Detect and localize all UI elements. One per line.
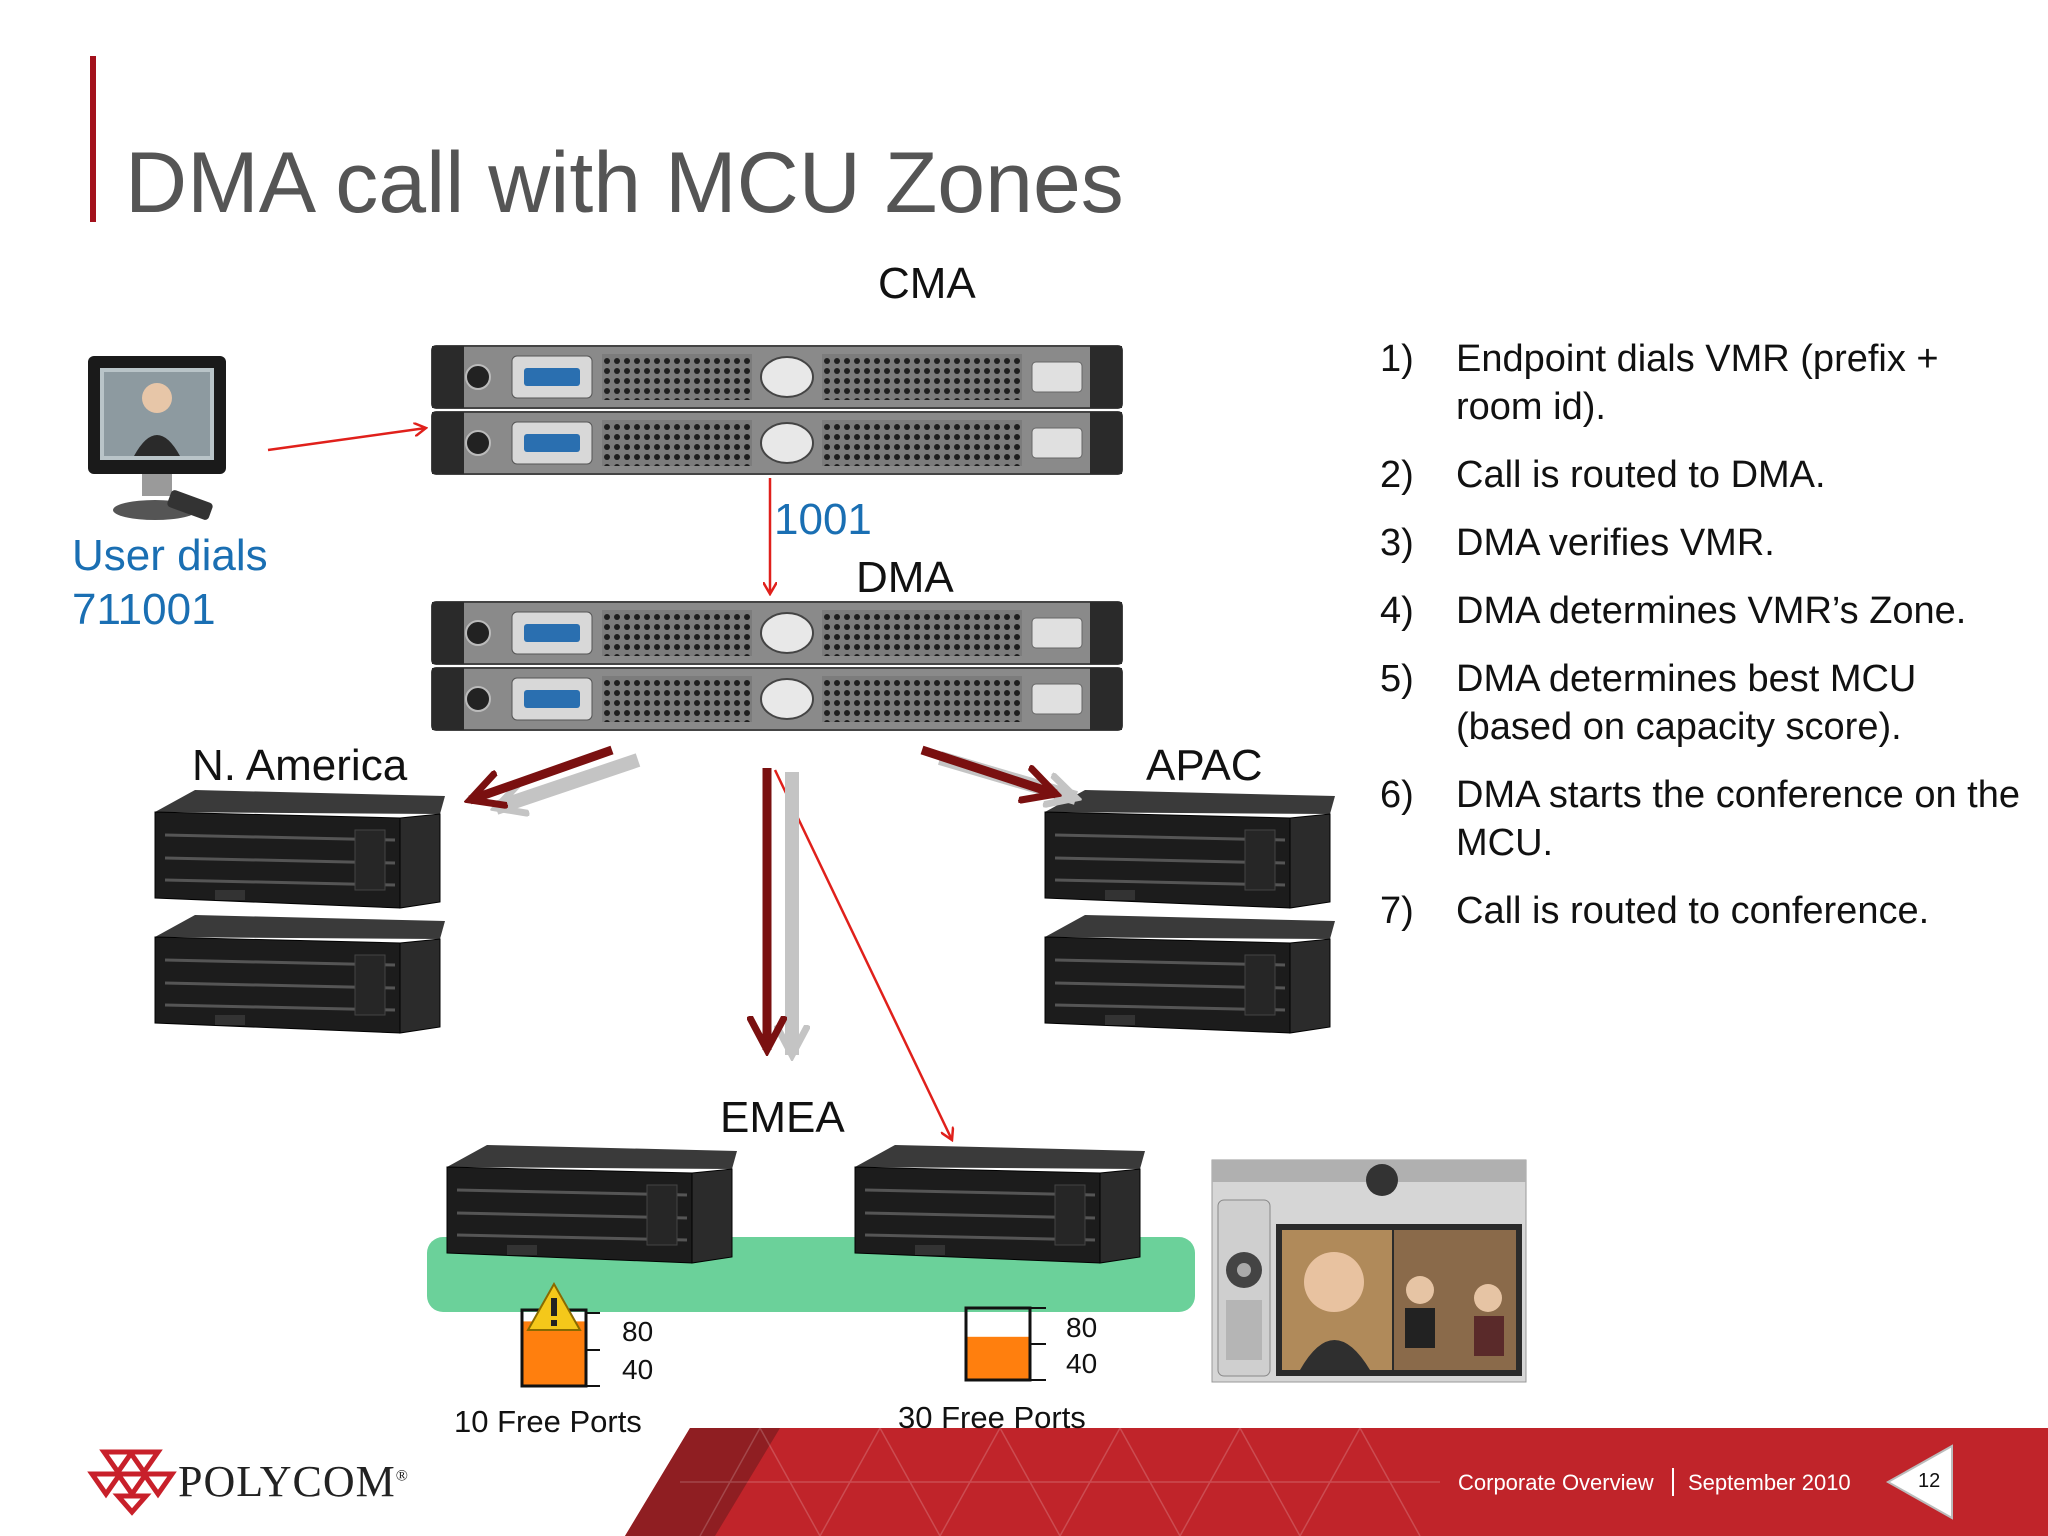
mcu-emea-1-icon — [445, 1143, 739, 1265]
dma-label: DMA — [856, 553, 954, 602]
gauge-1-tick-low: 40 — [622, 1354, 654, 1385]
page-indicator-icon — [1885, 1444, 1953, 1520]
apac-label: APAC — [1146, 741, 1263, 790]
capacity-gauge-1 — [520, 1308, 600, 1388]
zone-arrow-n-america — [470, 745, 614, 800]
step-item: 3) DMA verifies VMR. — [1380, 519, 2020, 567]
footer-divider — [1672, 1468, 1674, 1496]
step-item: 6) DMA starts the conference on the MCU. — [1380, 771, 2020, 867]
gauge-1-tick-high: 80 — [622, 1316, 654, 1347]
step-number: 5) — [1380, 658, 1414, 700]
gauge-2-tick-high: 80 — [1066, 1312, 1098, 1343]
cma-label: CMA — [878, 259, 976, 308]
desktop-endpoint-icon — [88, 356, 226, 520]
step-text: DMA starts the conference on the MCU. — [1456, 774, 2020, 864]
step-text: DMA verifies VMR. — [1456, 522, 1775, 564]
mcu-apac-1-icon — [1043, 788, 1337, 910]
brand-name: POLYCOM® — [178, 1457, 409, 1506]
step-item: 4) DMA determines VMR’s Zone. — [1380, 587, 2020, 635]
gauge-2-ports-label: 30 Free Ports — [898, 1400, 1086, 1435]
mcu-n-america-2-icon — [153, 913, 447, 1035]
footer-date: September 2010 — [1688, 1470, 1851, 1495]
step-text: Call is routed to DMA. — [1456, 454, 1826, 496]
gauge-2-tick-low: 40 — [1066, 1348, 1098, 1379]
room-system-icon — [1211, 1159, 1527, 1383]
emea-label: EMEA — [720, 1093, 845, 1142]
step-number: 7) — [1380, 890, 1414, 932]
polycom-logo-icon — [87, 1449, 177, 1516]
footer-band — [625, 1426, 2048, 1536]
step-text: Call is routed to conference. — [1456, 890, 1930, 932]
footer-left-text: Corporate Overview — [1458, 1470, 1654, 1495]
warning-icon — [526, 1281, 582, 1331]
zone-arrow-n-america-shadow — [496, 753, 641, 808]
step-number: 4) — [1380, 590, 1414, 632]
dial-arrow — [267, 428, 426, 452]
step-number: 2) — [1380, 454, 1414, 496]
mcu-emea-2-icon — [853, 1143, 1147, 1265]
step-item: 2) Call is routed to DMA. — [1380, 451, 2020, 499]
step-number: 3) — [1380, 522, 1414, 564]
dialed-number-label: 1001 — [774, 495, 872, 544]
cma-server-icon — [431, 345, 1123, 475]
step-text: DMA determines VMR’s Zone. — [1456, 590, 1967, 632]
mcu-apac-2-icon — [1043, 913, 1337, 1035]
step-number: 1) — [1380, 338, 1414, 380]
user-dials-number: 711001 — [72, 585, 216, 634]
n-america-label: N. America — [192, 741, 408, 790]
step-item: 1) Endpoint dials VMR (prefix + room id)… — [1380, 335, 2020, 431]
step-text: DMA determines best MCU (based on capaci… — [1456, 658, 1917, 748]
title-accent-bar — [90, 56, 96, 222]
step-item: 7) Call is routed to conference. — [1380, 887, 2020, 935]
dma-server-icon — [431, 601, 1123, 731]
mcu-n-america-1-icon — [153, 788, 447, 910]
gauge-1-ports-label: 10 Free Ports — [454, 1404, 642, 1439]
page-title: DMA call with MCU Zones — [125, 135, 1124, 231]
user-dials-label: User dials — [72, 531, 268, 580]
capacity-gauge-2 — [964, 1306, 1046, 1382]
zone-arrow-apac — [920, 745, 1056, 794]
route-to-conference-arrow — [773, 769, 952, 1140]
page-number: 12 — [1918, 1470, 1941, 1492]
steps-list: 1) Endpoint dials VMR (prefix + room id)… — [1380, 335, 2020, 955]
step-item: 5) DMA determines best MCU (based on cap… — [1380, 655, 2020, 751]
step-number: 6) — [1380, 774, 1414, 816]
step-text: Endpoint dials VMR (prefix + room id). — [1456, 338, 1939, 428]
